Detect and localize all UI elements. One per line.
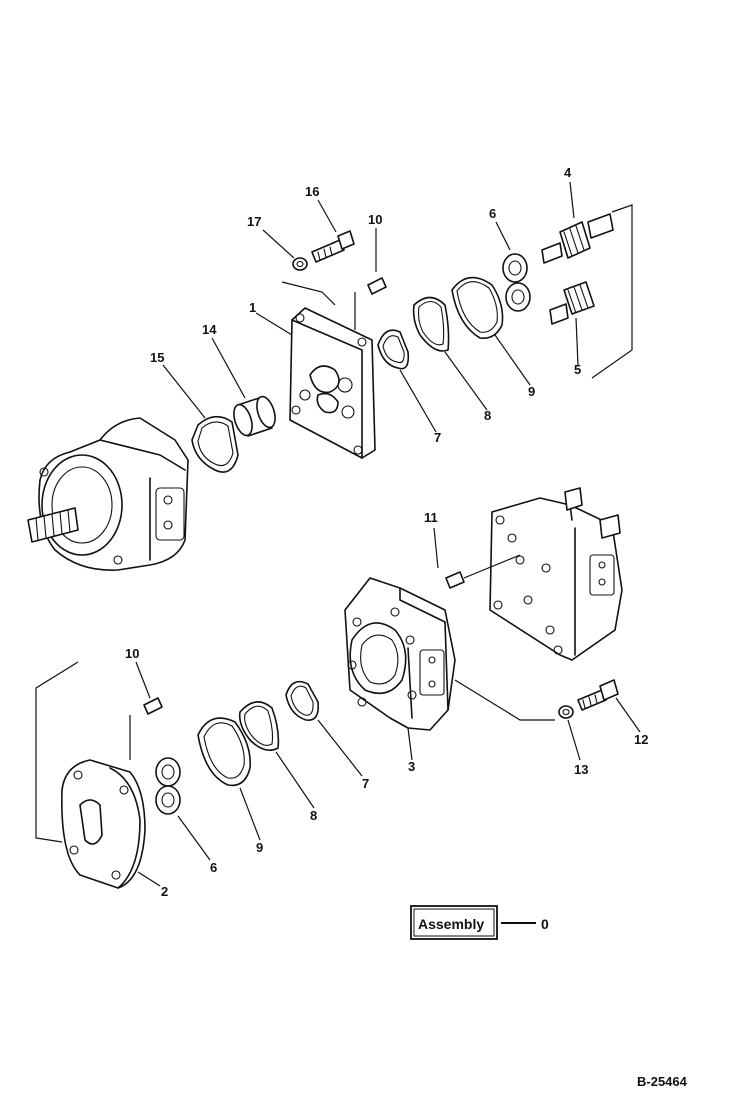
callout-9-upper: 9 bbox=[528, 384, 535, 399]
assembly-bracket-lower bbox=[35, 661, 131, 843]
front-plate-2 bbox=[61, 759, 146, 889]
bushing-14 bbox=[233, 395, 276, 437]
seal-7-upper bbox=[377, 329, 410, 370]
assembly-line-upper bbox=[281, 281, 356, 330]
assembly-number: 0 bbox=[541, 916, 549, 932]
thrust-plate-6-lower bbox=[155, 757, 181, 815]
gear-group-bracket bbox=[591, 204, 633, 379]
seal-8-upper bbox=[412, 296, 450, 352]
callout-6-lower: 6 bbox=[210, 860, 217, 875]
oring-9-upper bbox=[451, 276, 504, 340]
callout-10-lower: 10 bbox=[125, 646, 139, 661]
gear-housing-3 bbox=[344, 577, 456, 731]
drive-gear-4 bbox=[541, 213, 614, 264]
callout-11: 11 bbox=[424, 510, 438, 525]
pump-body bbox=[27, 417, 189, 571]
assembly-legend: Assembly 0 bbox=[410, 905, 549, 940]
reference-code: B-25464 bbox=[637, 1074, 688, 1089]
thrust-plate-6-upper bbox=[502, 253, 531, 312]
callout-3: 3 bbox=[408, 759, 415, 774]
callout-5: 5 bbox=[574, 362, 581, 377]
leader-lines bbox=[135, 181, 641, 887]
assembly-label: Assembly bbox=[418, 916, 484, 932]
callout-8-lower: 8 bbox=[310, 808, 317, 823]
assembly-line-12 bbox=[454, 679, 555, 721]
seal-8-lower bbox=[238, 701, 280, 751]
gasket-15 bbox=[191, 415, 239, 473]
dowel-pin-10-lower bbox=[143, 697, 163, 715]
callout-2: 2 bbox=[161, 884, 168, 899]
callout-9-lower: 9 bbox=[256, 840, 263, 855]
washer-13 bbox=[558, 705, 574, 719]
dowel-pin-10-upper bbox=[367, 277, 387, 295]
callout-10-upper: 10 bbox=[368, 212, 382, 227]
callout-8-upper: 8 bbox=[484, 408, 491, 423]
callout-7-upper: 7 bbox=[434, 430, 441, 445]
callout-14: 14 bbox=[202, 322, 217, 337]
bolt-16 bbox=[311, 230, 355, 263]
seal-7-lower bbox=[285, 680, 320, 721]
pin-11 bbox=[445, 571, 465, 589]
driven-gear-5 bbox=[549, 281, 595, 325]
oring-9-lower bbox=[197, 717, 252, 787]
callout-15: 15 bbox=[150, 350, 164, 365]
callout-16: 16 bbox=[305, 184, 319, 199]
callout-7-lower: 7 bbox=[362, 776, 369, 791]
callout-6-upper: 6 bbox=[489, 206, 496, 221]
bolt-12 bbox=[577, 679, 619, 711]
callout-4: 4 bbox=[564, 165, 572, 180]
rear-housing bbox=[489, 487, 623, 661]
assembly-line-11 bbox=[433, 527, 521, 579]
callout-1: 1 bbox=[249, 300, 256, 315]
callout-17: 17 bbox=[247, 214, 261, 229]
cover-plate-1 bbox=[289, 307, 376, 459]
callout-12: 12 bbox=[634, 732, 648, 747]
callout-13: 13 bbox=[574, 762, 588, 777]
washer-17 bbox=[292, 257, 308, 271]
